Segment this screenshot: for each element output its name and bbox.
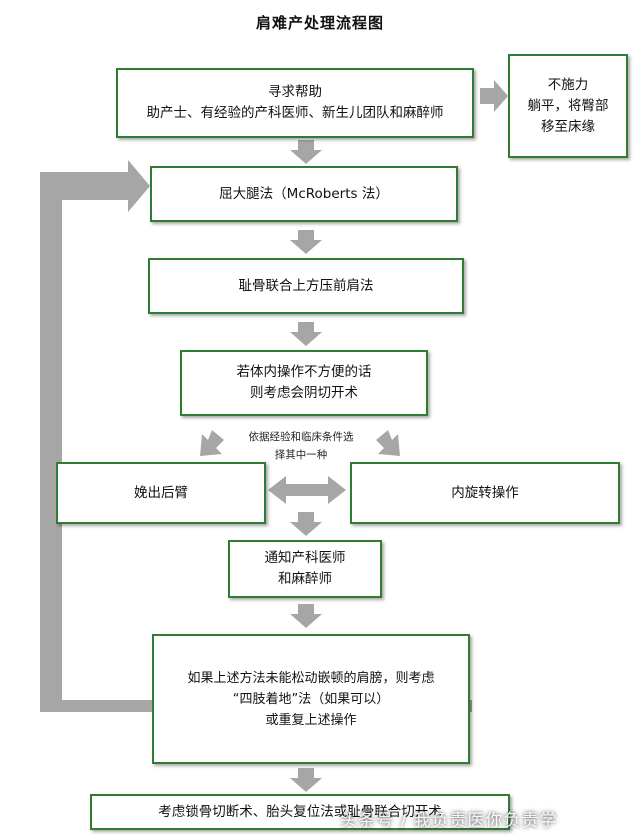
arrow-diag-left xyxy=(200,430,224,456)
if-fail-line3: 或重复上述操作 xyxy=(265,712,357,728)
choice-note-line1: 依据经验和临床条件选 xyxy=(248,431,354,443)
arrow-down-3 xyxy=(290,322,322,346)
notify-line2: 和麻醉师 xyxy=(278,571,332,587)
no-push-line1: 不施力 xyxy=(547,76,589,93)
no-push-line3: 移至床缘 xyxy=(541,118,595,135)
last-resort-label: 考虑锁骨切断术、胎头复位法或耻骨联合切开术 xyxy=(158,803,442,820)
episiotomy-line1: 若体内操作不方便的话 xyxy=(236,364,372,380)
episiotomy-box: 若体内操作不方便的话 则考虑会阴切开术 xyxy=(180,350,428,416)
notify-box: 通知产科医师 和麻醉师 xyxy=(228,540,382,598)
mcroberts-label: 屈大腿法（McRoberts 法） xyxy=(219,185,389,202)
arrow-down-1 xyxy=(290,140,322,164)
suprapubic-label: 耻骨联合上方压前肩法 xyxy=(238,277,374,294)
no-push-line2: 躺平，将臀部 xyxy=(527,97,609,114)
if-fail-line1: 如果上述方法未能松动嵌顿的肩膀，则考虑 xyxy=(187,670,435,686)
seek-help-title: 寻求帮助 xyxy=(268,84,322,100)
no-push-box: 不施力 躺平，将臀部 移至床缘 xyxy=(508,54,628,158)
arrow-right-to-no-push xyxy=(480,80,508,112)
last-resort-box: 考虑锁骨切断术、胎头复位法或耻骨联合切开术 xyxy=(90,794,510,830)
seek-help-detail: 助产士、有经验的产科医师、新生儿团队和麻醉师 xyxy=(146,105,444,121)
seek-help-box: 寻求帮助 助产士、有经验的产科医师、新生儿团队和麻醉师 xyxy=(116,68,474,138)
arrow-down-4 xyxy=(290,512,322,536)
internal-rotation-label: 内旋转操作 xyxy=(451,484,519,501)
if-fail-line2: “四肢着地”法（如果可以） xyxy=(232,691,390,707)
mcroberts-box: 屈大腿法（McRoberts 法） xyxy=(150,166,458,222)
arrow-diag-right xyxy=(376,430,400,456)
choice-note: 依据经验和临床条件选 择其中一种 xyxy=(226,428,376,464)
posterior-arm-box: 娩出后臂 xyxy=(56,462,266,524)
posterior-arm-label: 娩出后臂 xyxy=(134,484,188,501)
page-title: 肩难产处理流程图 xyxy=(255,14,384,32)
suprapubic-box: 耻骨联合上方压前肩法 xyxy=(148,258,464,314)
if-fail-box: 如果上述方法未能松动嵌顿的肩膀，则考虑 “四肢着地”法（如果可以） 或重复上述操… xyxy=(152,634,470,764)
watermark: 头条号 / 我负责医你负责学 xyxy=(340,811,558,831)
arrow-down-2 xyxy=(290,230,322,254)
double-arrow xyxy=(268,476,346,504)
choice-note-line2: 择其中一种 xyxy=(274,449,328,461)
arrow-down-5 xyxy=(290,604,322,628)
arrow-down-6 xyxy=(290,768,322,792)
internal-rotation-box: 内旋转操作 xyxy=(350,462,620,524)
notify-line1: 通知产科医师 xyxy=(264,550,346,566)
episiotomy-line2: 则考虑会阴切开术 xyxy=(250,385,358,401)
